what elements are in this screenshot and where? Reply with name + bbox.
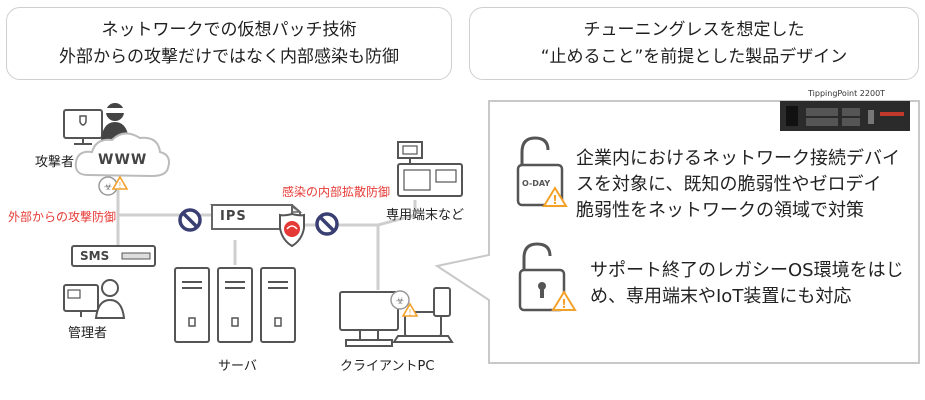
svg-text:☣: ☣ xyxy=(104,182,113,193)
ips-appliance xyxy=(209,204,303,237)
svg-text:!: ! xyxy=(408,308,411,317)
server-icons xyxy=(174,267,296,343)
svg-text:☣: ☣ xyxy=(396,296,405,307)
tippingpoint-device xyxy=(780,101,910,131)
ips-label: IPS xyxy=(220,209,247,224)
feature-2-text: サポート終了のレガシーOS環境をはじ め、専用端末やIoT装置にも対応 xyxy=(590,258,904,310)
feature-2-line1: サポート終了のレガシーOS環境をはじ xyxy=(590,260,904,281)
feature-1-line2: スを対象に、既知の脆弱性やゼロデイ xyxy=(576,174,882,195)
feature-1-line1: 企業内におけるネットワーク接続デバイ xyxy=(576,148,900,169)
warning-icon-client: ! xyxy=(401,302,419,317)
admin-icon xyxy=(63,279,126,319)
shield-icon xyxy=(279,212,305,248)
zero-day-badge: O-DAY xyxy=(522,179,551,188)
server-label: サーバ xyxy=(218,359,257,374)
feature-1-text: 企業内におけるネットワーク接続デバイ スを対象に、既知の脆弱性やゼロデイ 脆弱性… xyxy=(576,146,900,224)
header-left-line1: ネットワークでの仮想パッチ技術 xyxy=(101,19,357,40)
cloud-icon xyxy=(74,132,170,178)
feature-2-line2: め、専用端末やIoT装置にも対応 xyxy=(590,286,852,307)
feature-1-line3: 脆弱性をネットワークの領域で対策 xyxy=(576,200,864,221)
callout-bubble xyxy=(434,100,920,364)
blocked-icon-left xyxy=(178,208,202,232)
header-right-line1: チューニングレスを想定した xyxy=(583,19,805,40)
svg-text:!: ! xyxy=(561,297,566,311)
blocked-icon-right xyxy=(315,212,339,236)
svg-text:!: ! xyxy=(118,181,121,190)
warning-icon-feature2: ! xyxy=(551,290,577,311)
open-padlock-icon xyxy=(518,242,566,312)
sms-label: SMS xyxy=(80,249,110,263)
device-name: TippingPoint 2200T xyxy=(808,89,886,98)
header-right-box: チューニングレスを想定した “止めること”を前提とした製品デザイン xyxy=(469,7,919,80)
terminal-label: 専用端末など xyxy=(386,208,465,223)
www-label: WWW xyxy=(98,152,148,168)
admin-label: 管理者 xyxy=(68,326,108,341)
attacker-label: 攻撃者 xyxy=(35,155,75,170)
attacker-icon xyxy=(63,103,129,145)
sms-box xyxy=(71,245,156,267)
warning-icon-feature1: ! xyxy=(542,186,568,207)
svg-text:!: ! xyxy=(552,193,557,207)
warning-icon-cloud: ! xyxy=(111,175,129,190)
client-pc-icon xyxy=(339,287,454,347)
internal-defense-label: 感染の内部拡散防御 xyxy=(282,185,391,199)
header-left-box: ネットワークでの仮想パッチ技術 外部からの攻撃だけではなく内部感染も防御 xyxy=(6,7,452,80)
terminal-icon xyxy=(397,141,463,197)
client-label: クライアントPC xyxy=(340,359,435,374)
header-left-line2: 外部からの攻撃だけではなく内部感染も防御 xyxy=(59,46,399,67)
hazard-icon-client: ☣ xyxy=(390,290,410,310)
header-right-line2: “止めること”を前提とした製品デザイン xyxy=(540,46,848,67)
external-defense-label: 外部からの攻撃防御 xyxy=(8,210,117,224)
